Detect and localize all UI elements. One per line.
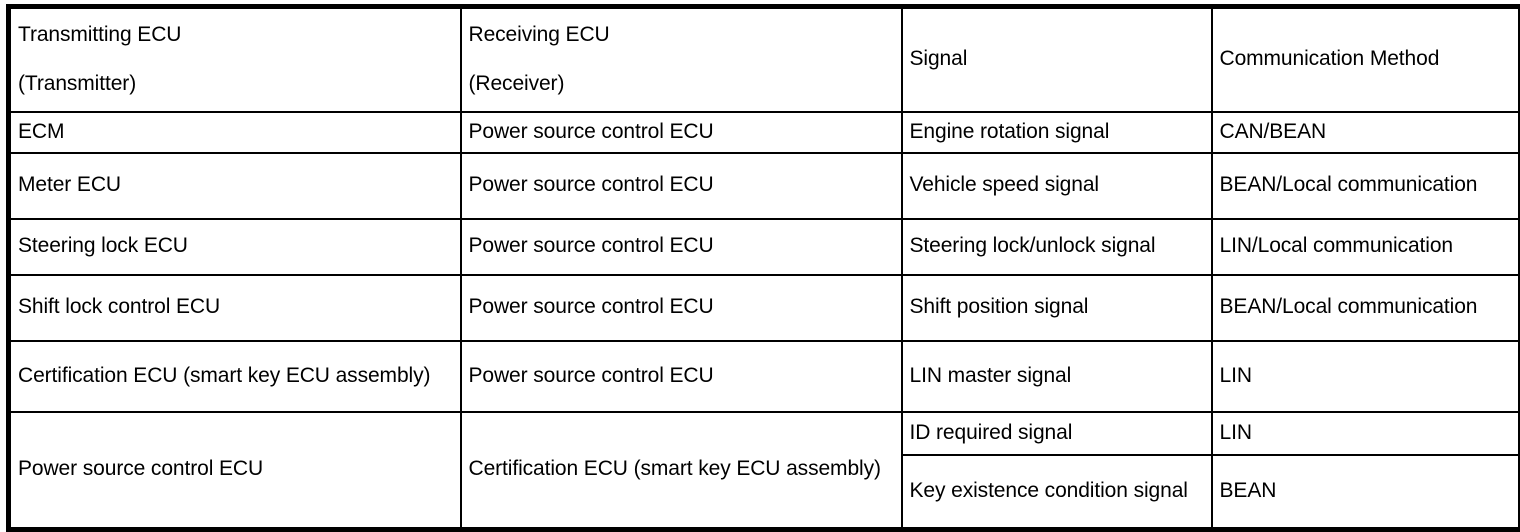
cell-receiver: Power source control ECU (461, 341, 902, 412)
cell-signal: ID required signal (902, 412, 1212, 455)
table-row: Steering lock ECU Power source control E… (9, 219, 1520, 275)
ecu-communication-table-container: Transmitting ECU (Transmitter) Receiving… (0, 4, 1520, 532)
cell-method: BEAN (1212, 455, 1520, 530)
column-header-receiving-ecu-line1: Receiving ECU (469, 23, 895, 48)
column-header-transmitting-ecu-line1: Transmitting ECU (18, 23, 454, 48)
cell-transmitter: Meter ECU (9, 153, 461, 219)
table-row: Power source control ECU Certification E… (9, 412, 1520, 455)
cell-transmitter: Power source control ECU (9, 412, 461, 530)
table-row: ECM Power source control ECU Engine rota… (9, 112, 1520, 153)
cell-method: LIN (1212, 412, 1520, 455)
cell-signal: Key existence condition signal (902, 455, 1212, 530)
column-header-signal-label: Signal (910, 47, 968, 70)
column-header-communication-method-label: Communication Method (1220, 47, 1440, 70)
table-row: Meter ECU Power source control ECU Vehic… (9, 153, 1520, 219)
cell-method: CAN/BEAN (1212, 112, 1520, 153)
column-header-receiving-ecu-line2: (Receiver) (469, 72, 895, 97)
cell-receiver: Power source control ECU (461, 112, 902, 153)
cell-signal: LIN master signal (902, 341, 1212, 412)
cell-receiver: Certification ECU (smart key ECU assembl… (461, 412, 902, 530)
table-row: Certification ECU (smart key ECU assembl… (9, 341, 1520, 412)
cell-signal: Vehicle speed signal (902, 153, 1212, 219)
table-body: ECM Power source control ECU Engine rota… (9, 112, 1520, 530)
table-row: Shift lock control ECU Power source cont… (9, 275, 1520, 341)
cell-transmitter: Certification ECU (smart key ECU assembl… (9, 341, 461, 412)
column-header-transmitting-ecu-line2: (Transmitter) (18, 72, 454, 97)
cell-receiver: Power source control ECU (461, 219, 902, 275)
header-row: Transmitting ECU (Transmitter) Receiving… (9, 7, 1520, 112)
column-header-signal: Signal (902, 7, 1212, 112)
cell-transmitter: Steering lock ECU (9, 219, 461, 275)
column-header-communication-method: Communication Method (1212, 7, 1520, 112)
cell-transmitter: Shift lock control ECU (9, 275, 461, 341)
ecu-communication-table: Transmitting ECU (Transmitter) Receiving… (6, 4, 1520, 532)
cell-method: BEAN/Local communication (1212, 153, 1520, 219)
table-header: Transmitting ECU (Transmitter) Receiving… (9, 7, 1520, 112)
column-header-transmitting-ecu: Transmitting ECU (Transmitter) (9, 7, 461, 112)
cell-method: LIN/Local communication (1212, 219, 1520, 275)
cell-method: BEAN/Local communication (1212, 275, 1520, 341)
cell-receiver: Power source control ECU (461, 153, 902, 219)
cell-signal: Engine rotation signal (902, 112, 1212, 153)
column-header-receiving-ecu: Receiving ECU (Receiver) (461, 7, 902, 112)
cell-receiver: Power source control ECU (461, 275, 902, 341)
cell-signal: Steering lock/unlock signal (902, 219, 1212, 275)
cell-method: LIN (1212, 341, 1520, 412)
cell-transmitter: ECM (9, 112, 461, 153)
cell-signal: Shift position signal (902, 275, 1212, 341)
